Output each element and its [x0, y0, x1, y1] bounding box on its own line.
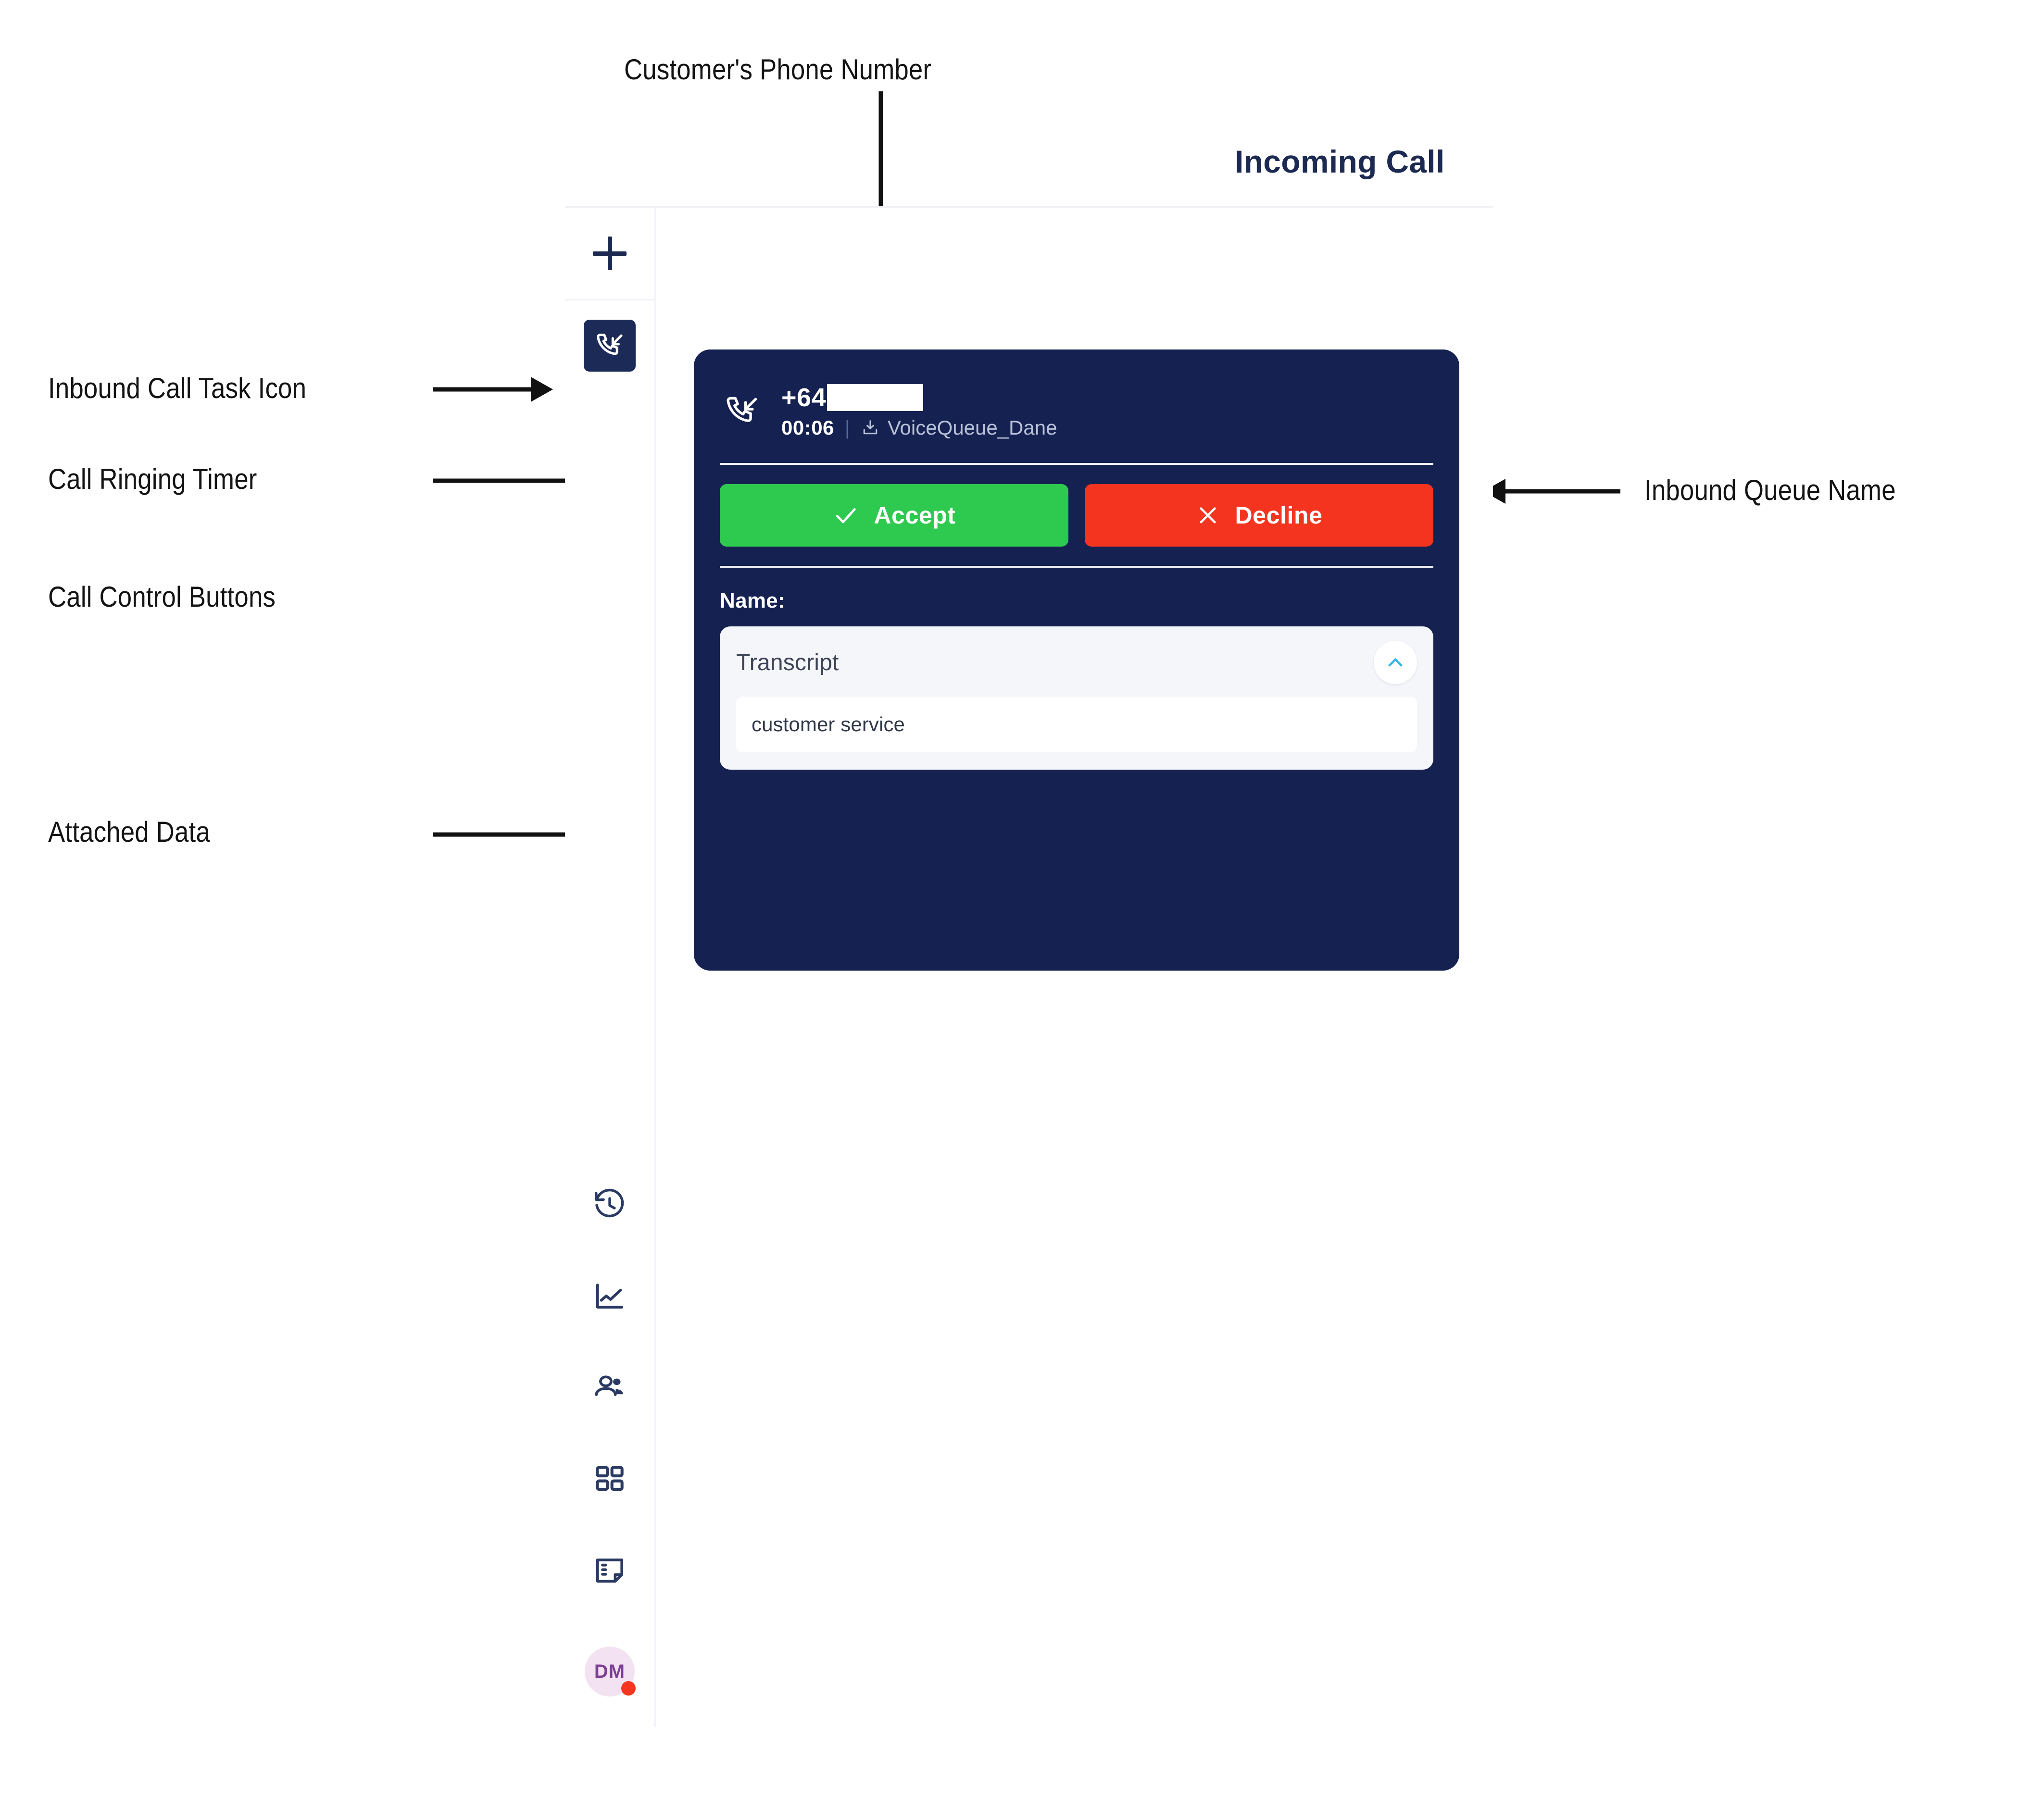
- new-task-button[interactable]: [565, 208, 654, 300]
- call-card-header-text: +64 00:06 |: [781, 384, 1057, 438]
- transcript-title: Transcript: [736, 649, 839, 675]
- meta-separator: |: [844, 416, 850, 439]
- sidebar-item-history[interactable]: [565, 1160, 654, 1251]
- inbound-call-icon: [720, 389, 764, 433]
- call-ringing-timer: 00:06: [781, 416, 834, 439]
- arrow-shaft: [878, 91, 883, 301]
- arrow-shaft: [433, 832, 620, 837]
- divider-bottom: [720, 566, 1433, 568]
- transcript-collapse-button[interactable]: [1374, 641, 1417, 684]
- people-icon: [595, 1375, 623, 1396]
- task-rail: DM: [565, 208, 656, 1727]
- x-icon: [1200, 507, 1216, 524]
- decline-button[interactable]: Decline: [1085, 484, 1433, 547]
- sidebar-item-contacts[interactable]: [565, 1342, 654, 1434]
- sidebar-item-notes[interactable]: [565, 1525, 654, 1616]
- sticky-note-icon: [596, 1558, 624, 1583]
- plus-icon: [593, 237, 627, 270]
- status-dot-busy: [621, 1681, 636, 1696]
- chevron-up-icon: [1388, 658, 1403, 667]
- transcript-header: Transcript: [736, 641, 1417, 684]
- task-item-inbound-call[interactable]: [584, 320, 636, 372]
- decline-button-label: Decline: [1235, 502, 1323, 529]
- phone-number-redaction: [827, 384, 924, 411]
- arrow-head: [531, 377, 553, 402]
- arrow-shaft: [433, 387, 534, 392]
- inbound-call-icon: [597, 334, 623, 355]
- app-panel: DM: [565, 206, 1493, 1727]
- history-clock-icon: [595, 1188, 624, 1218]
- avatar-initials: DM: [594, 1660, 626, 1682]
- annotation-label-call-control-buttons: Call Control Buttons: [48, 581, 276, 613]
- work-area: +64 00:06 |: [656, 208, 1493, 1727]
- call-control-buttons: Accept Decline: [720, 484, 1433, 547]
- annotation-label-attached-data: Attached Data: [48, 816, 210, 848]
- arrow-shaft: [1503, 489, 1620, 494]
- arrow-shaft: [433, 478, 615, 483]
- transcript-panel: Transcript customer service: [720, 626, 1433, 770]
- annotation-label-customers-phone-number: Customer's Phone Number: [624, 53, 932, 86]
- accept-button-label: Accept: [874, 502, 956, 529]
- annotation-label-call-ringing-timer: Call Ringing Timer: [48, 463, 257, 495]
- call-meta-row: 00:06 | VoiceQueue_Dane: [781, 418, 1057, 438]
- annotation-label-inbound-call-task-icon: Inbound Call Task Icon: [48, 372, 307, 404]
- phone-number-prefix: +64: [781, 383, 827, 412]
- line-chart-icon: [596, 1284, 624, 1309]
- page-title: Incoming Call: [1235, 144, 1445, 179]
- inbound-queue-name: VoiceQueue_Dane: [887, 416, 1057, 439]
- inbound-queue: VoiceQueue_Dane: [861, 418, 1057, 438]
- rail-nav: DM: [565, 1160, 654, 1727]
- divider-top: [720, 463, 1433, 465]
- avatar-circle: DM: [585, 1647, 636, 1697]
- inbox-download-icon: [863, 420, 878, 435]
- sidebar-item-apps[interactable]: [565, 1434, 654, 1525]
- avatar[interactable]: DM: [565, 1616, 654, 1727]
- attached-data-name-label: Name:: [720, 589, 785, 612]
- grid-apps-icon: [596, 1466, 624, 1491]
- check-icon: [836, 508, 856, 524]
- sidebar-item-reports[interactable]: [565, 1251, 654, 1342]
- call-card-header: +64 00:06 |: [715, 349, 1438, 438]
- incoming-call-card: +64 00:06 |: [694, 349, 1459, 971]
- customer-phone-number: +64: [781, 384, 1057, 411]
- transcript-value: customer service: [736, 697, 1417, 752]
- accept-button[interactable]: Accept: [720, 484, 1068, 547]
- annotation-label-inbound-queue-name: Inbound Queue Name: [1644, 474, 1896, 506]
